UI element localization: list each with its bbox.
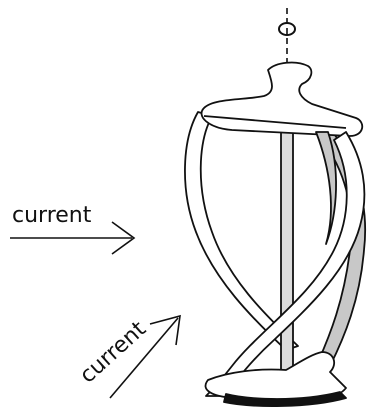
turbine-blade-right	[316, 132, 336, 244]
rotation-axis-symbol	[279, 8, 295, 62]
turbine-top-hub	[202, 63, 363, 136]
current-label-diagonal: current	[75, 317, 151, 389]
current-label-horizontal: current	[12, 203, 92, 228]
helical-turbine	[185, 63, 365, 407]
